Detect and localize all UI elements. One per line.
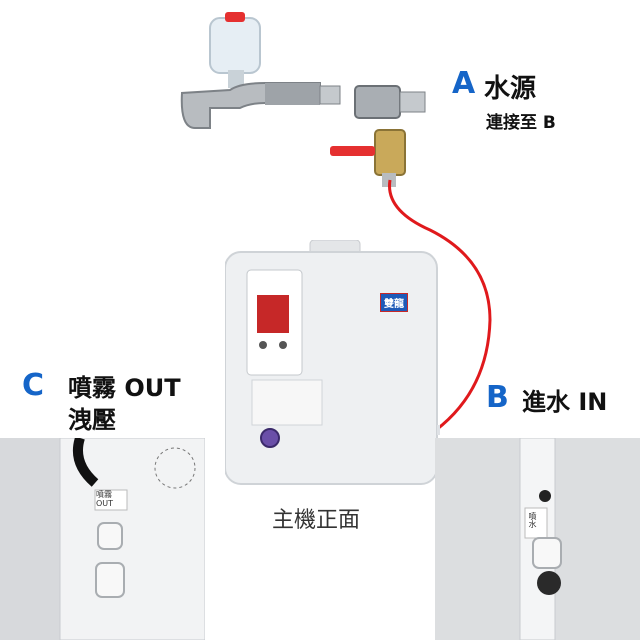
label-b-letter: B (486, 380, 509, 415)
photo-panel-right (435, 438, 640, 640)
photo-panel-left (0, 438, 205, 640)
caption: 主機正面 (272, 508, 361, 533)
main-unit (225, 240, 440, 485)
label-a-letter: A (452, 66, 476, 101)
brand-mark: 雙龍 (380, 293, 408, 312)
tag-left: 噴霧 OUT (96, 490, 114, 508)
label-a-title: 水源 (484, 74, 537, 104)
label-b-title: 進水 IN (522, 388, 608, 416)
faucet (170, 8, 440, 193)
label-c-title: 噴霧 OUT (68, 374, 181, 402)
label-a-sub: 連接至 B (486, 113, 556, 133)
label-c-letter: C (22, 368, 45, 403)
tag-right: 噴水 (528, 512, 537, 528)
label-c-sub: 洩壓 (68, 406, 116, 434)
